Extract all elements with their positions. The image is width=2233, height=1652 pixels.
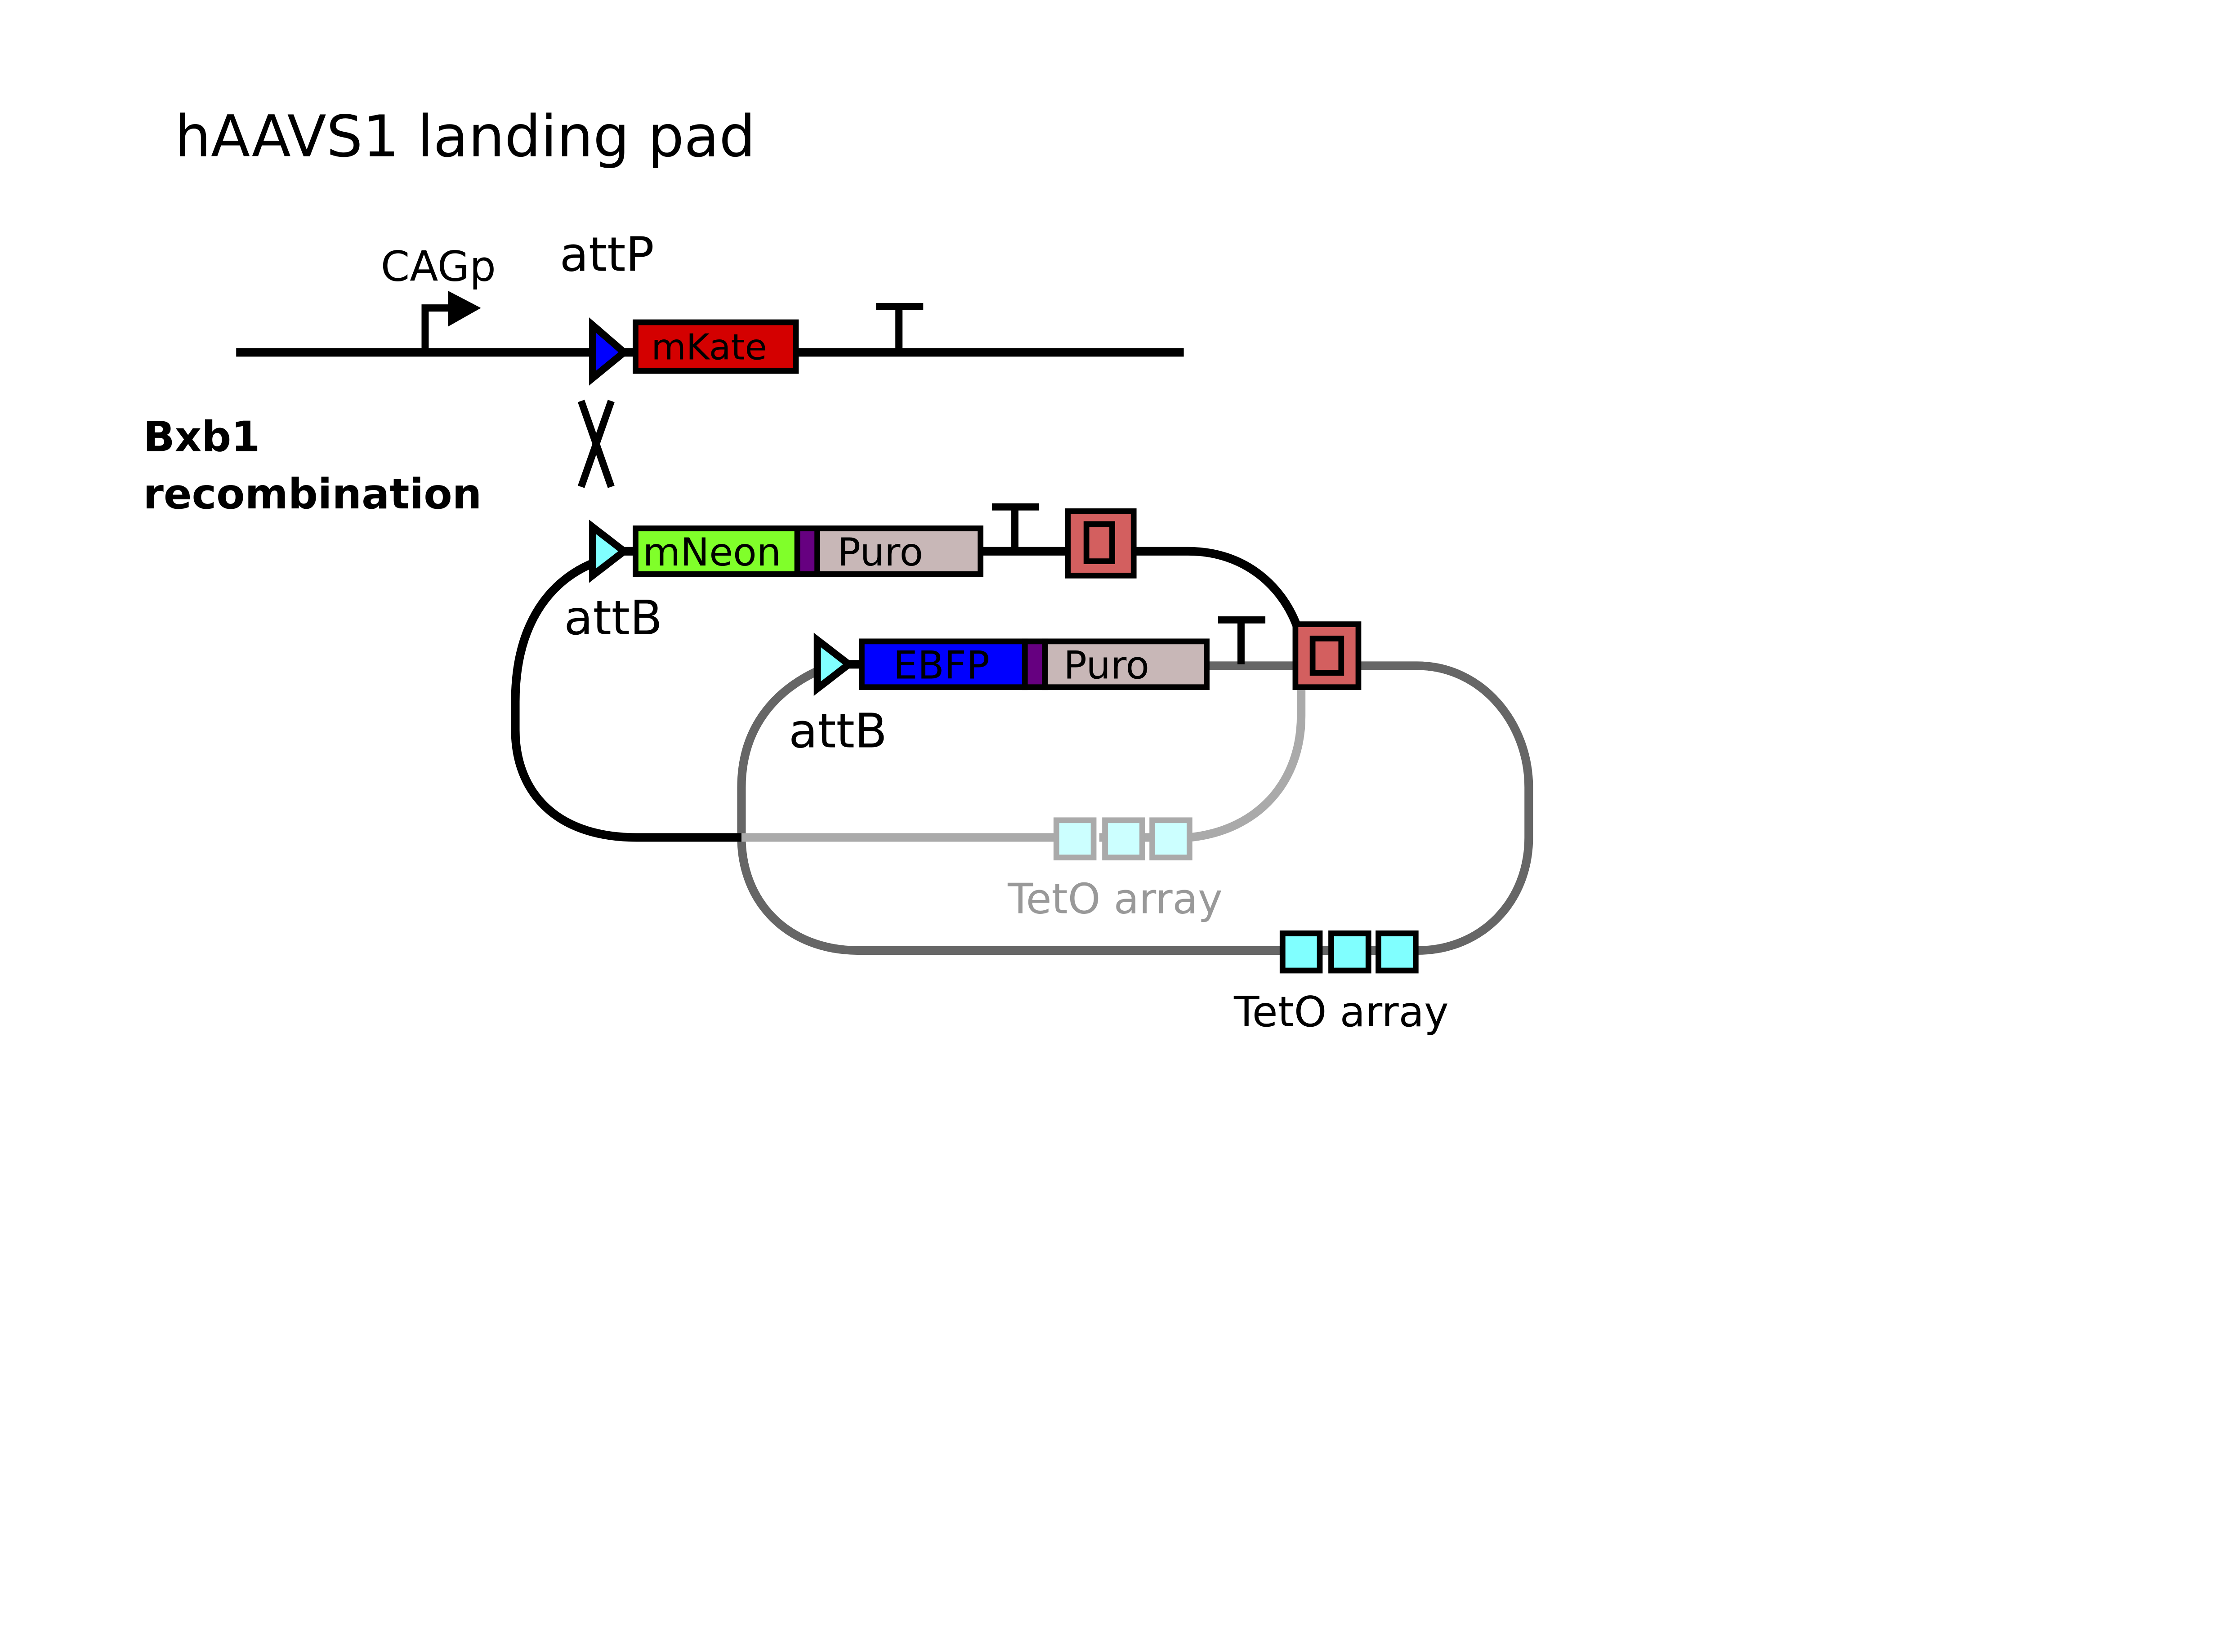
mneon-gene-box — [633, 525, 800, 577]
attb-lower-site-icon — [813, 632, 855, 696]
linker-upper-box — [794, 525, 821, 577]
teto-faded-label: TetO array — [1007, 875, 1223, 923]
teto-box-1 — [1279, 930, 1323, 974]
recombination-label-line1: Bxb1 — [143, 412, 260, 461]
mneon-plasmid-backbone — [511, 547, 1303, 842]
teto-faded-box-2 — [1102, 817, 1145, 860]
puro-upper-gene-label: Puro — [837, 530, 923, 575]
mkate-gene-box — [633, 319, 799, 374]
attb-lower-label: attB — [789, 703, 887, 758]
mkate-gene-label: mKate — [651, 326, 767, 368]
recombination-label-line2: recombination — [143, 470, 482, 518]
insulator-lower-inner — [1309, 636, 1344, 676]
teto-box-2 — [1328, 930, 1371, 974]
terminator-lower-icon — [1218, 616, 1266, 664]
mneon-gene-label: mNeon — [643, 530, 781, 575]
teto-faded-box-1 — [1053, 817, 1097, 860]
terminator-icon — [876, 303, 924, 352]
attp-site-icon — [589, 317, 630, 386]
insulator-lower-outer — [1292, 621, 1362, 690]
teto-array: TetO array — [1233, 930, 1449, 1036]
ebfp-cassette: EBFP Puro attB — [789, 616, 1362, 758]
diagram-title: hAAVS1 landing pad — [174, 104, 755, 170]
attb-upper-label: attB — [564, 590, 662, 646]
ebfp-gene-label: EBFP — [893, 643, 990, 688]
mneon-cassette: mNeon Puro attB — [564, 503, 1137, 646]
teto-faded-box-3 — [1149, 817, 1192, 860]
attp-label: attP — [560, 227, 654, 282]
puro-lower-gene-label: Puro — [1063, 643, 1149, 688]
genomic-locus: CAGp attP mKate — [236, 227, 1184, 386]
puro-lower-gene-box — [1042, 638, 1210, 690]
recombination-crossover-icon — [577, 400, 615, 488]
ebfp-gene-box — [859, 638, 1028, 690]
teto-label: TetO array — [1233, 988, 1449, 1036]
promoter-arrow-icon — [421, 304, 451, 352]
puro-upper-gene-box — [814, 525, 983, 577]
promoter-arrowhead-icon — [448, 290, 481, 327]
insulator-upper-inner — [1083, 521, 1115, 564]
attb-upper-site-icon — [589, 519, 630, 583]
promoter-label: CAGp — [381, 242, 496, 291]
linker-lower-box — [1022, 638, 1048, 690]
teto-array-faded: TetO array — [1007, 817, 1223, 923]
teto-box-3 — [1376, 930, 1419, 974]
terminator-upper-icon — [992, 503, 1040, 552]
